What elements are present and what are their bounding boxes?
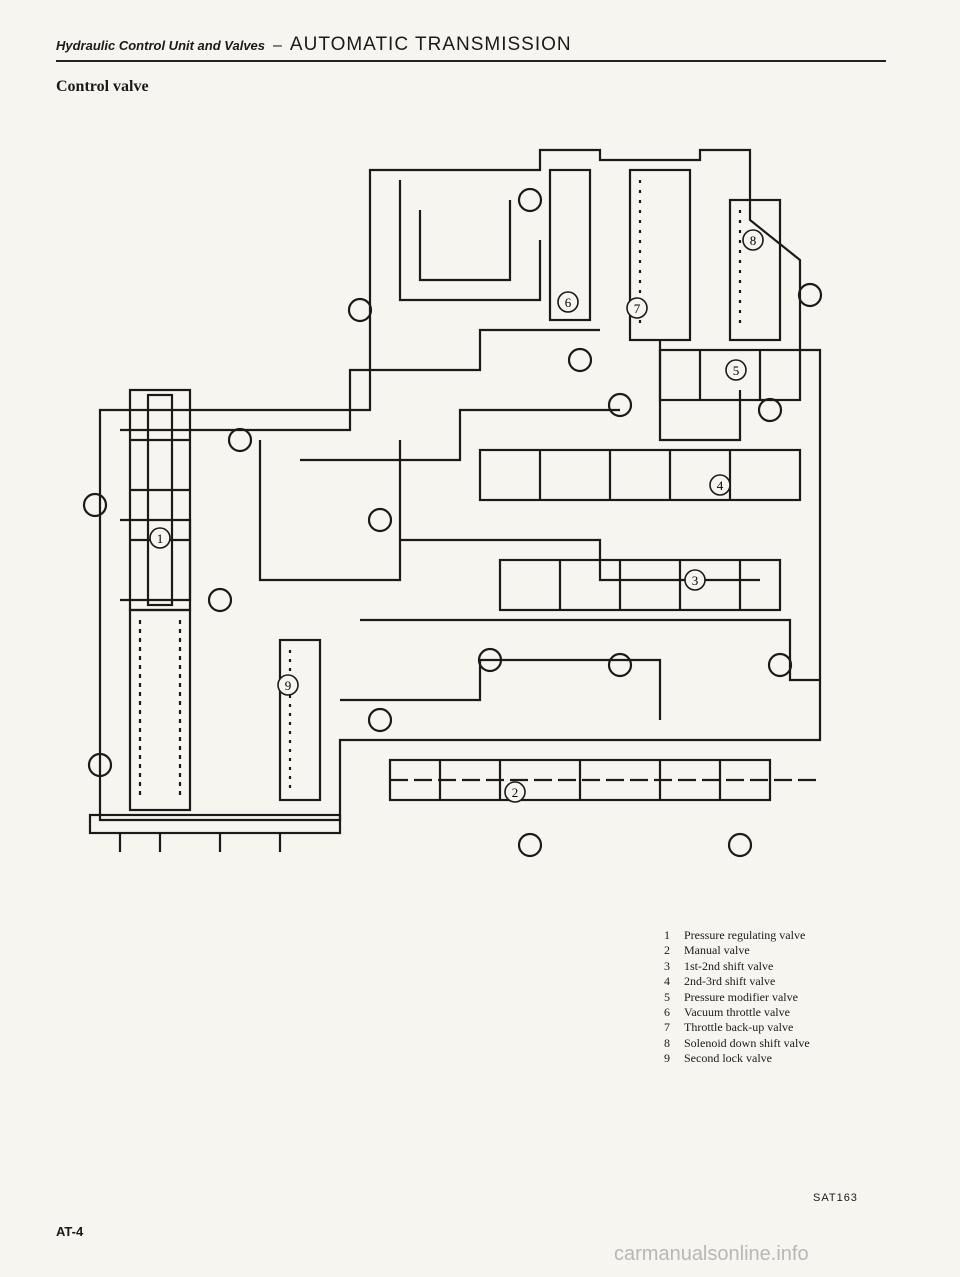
callout-7: 7 [626,297,648,319]
svg-text:3: 3 [692,573,699,588]
page-number: AT-4 [56,1224,84,1239]
chapter-title: AUTOMATIC TRANSMISSION [289,34,572,55]
callout-9: 9 [277,674,299,696]
figure-code: SAT163 [813,1192,858,1204]
svg-text:9: 9 [285,678,292,693]
callout-5: 5 [725,359,747,381]
callout-8: 8 [742,229,764,251]
svg-text:1: 1 [157,531,164,546]
control-valve-diagram: 1 2 3 4 5 6 7 8 9 [82,148,823,858]
valve-5-spool [658,348,802,402]
svg-text:5: 5 [733,363,740,378]
valve-3-spool [498,558,782,612]
page-header: Hydraulic Control Unit and Valves – AUTO… [56,34,886,62]
svg-text:6: 6 [565,295,572,310]
valve-7-body [628,168,692,342]
valve-9-body [278,638,322,802]
svg-text:8: 8 [750,233,757,248]
valve-1-spool [128,388,192,612]
svg-text:7: 7 [634,301,641,316]
header-separator: – [273,37,282,54]
valve-8-body [728,198,782,342]
figure-subtitle: Control valve [56,78,149,95]
section-title: Hydraulic Control Unit and Valves [56,38,266,53]
valve-6-body [548,168,592,322]
bottom-plate [88,813,342,835]
callout-2: 2 [504,781,526,803]
watermark: carmanualsonline.info [614,1243,809,1265]
svg-text:4: 4 [717,478,724,493]
callout-6: 6 [557,291,579,313]
callout-4: 4 [709,474,731,496]
callout-1: 1 [149,527,171,549]
svg-text:2: 2 [512,785,519,800]
callout-3: 3 [684,569,706,591]
valve-body-outline [98,148,822,822]
valve-4-spool [478,448,802,502]
